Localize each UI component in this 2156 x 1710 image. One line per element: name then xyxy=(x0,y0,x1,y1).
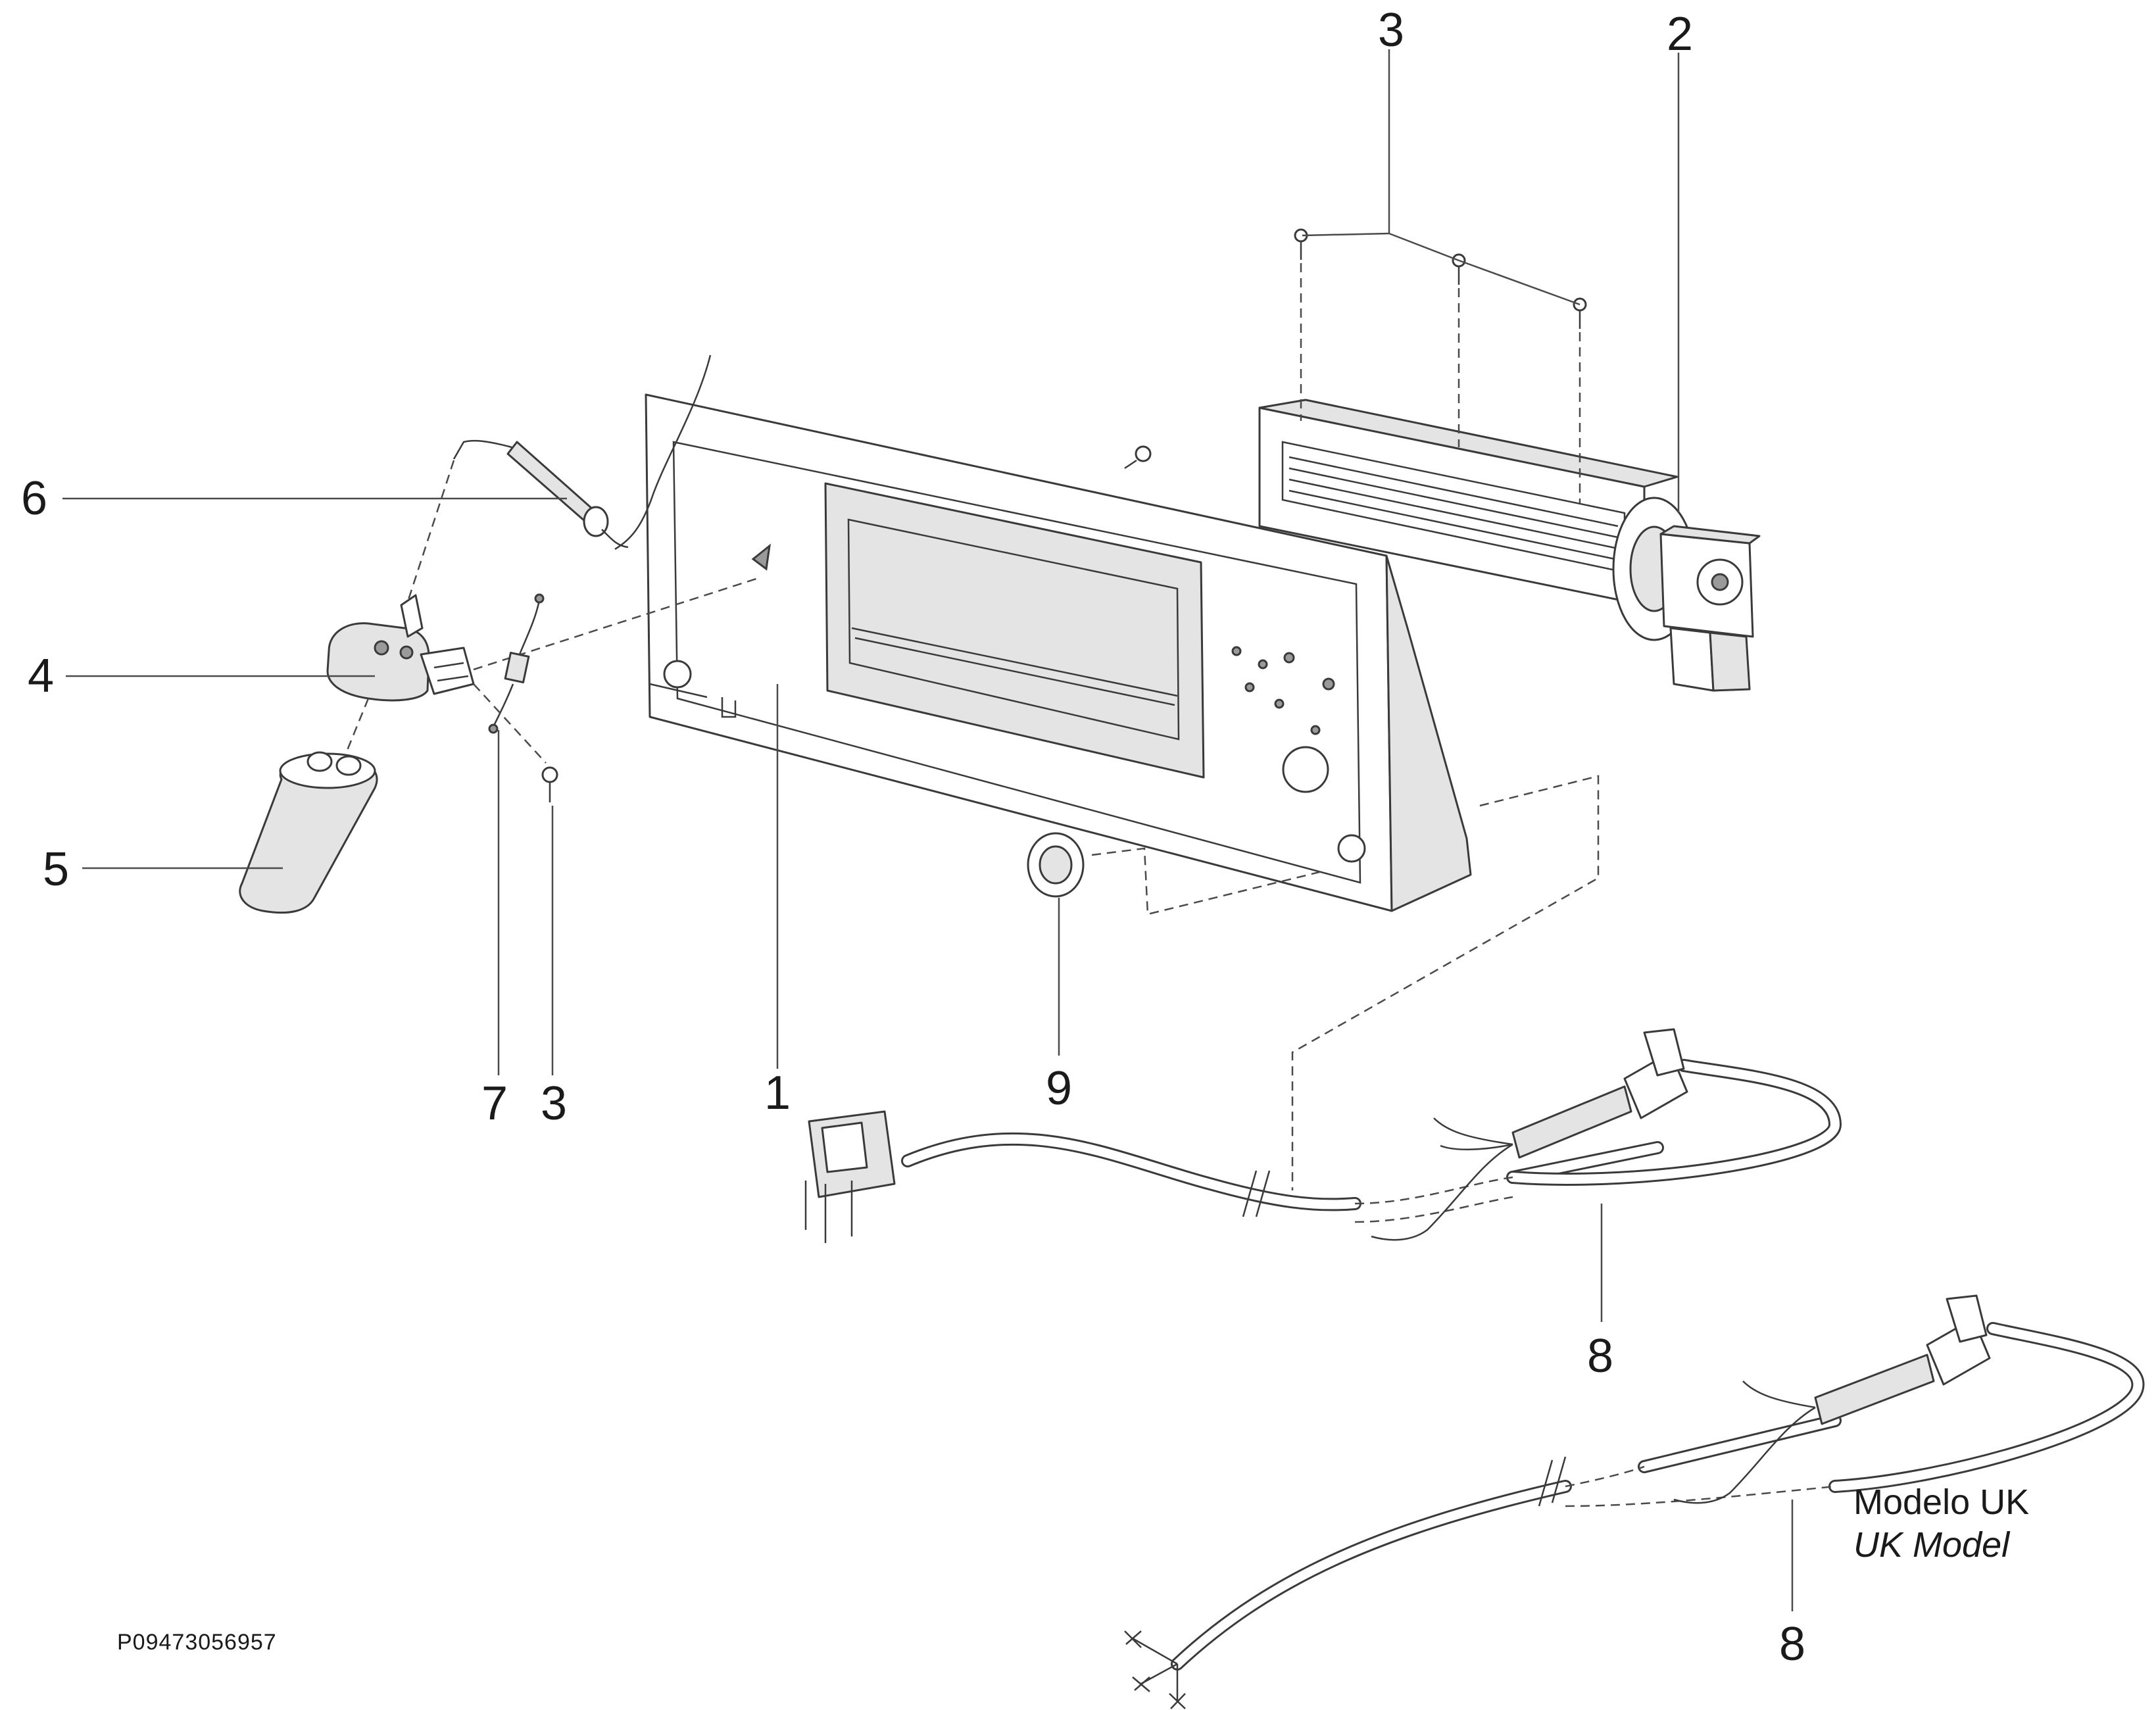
capacitor-bracket-part xyxy=(326,577,757,764)
hv-capacitor-part xyxy=(239,751,378,914)
reference-code: P09473056957 xyxy=(117,1630,277,1655)
callout-3-top: 3 xyxy=(1377,4,1405,57)
callout-5: 5 xyxy=(42,843,70,896)
bracket-screw-part xyxy=(541,766,558,802)
grommet-part xyxy=(1027,775,1600,1190)
back-panel-part xyxy=(614,354,1472,912)
power-cord-part xyxy=(804,1028,1842,1243)
callout-7: 7 xyxy=(481,1077,508,1130)
uk-model-note-english: UK Model xyxy=(1853,1525,2010,1565)
hv-diode-part xyxy=(403,439,629,612)
callout-leaders xyxy=(62,49,1794,1611)
callout-8-upper: 8 xyxy=(1586,1330,1614,1382)
fan-screws-part xyxy=(1294,228,1587,503)
tangential-fan-part xyxy=(1258,399,1761,692)
callout-2: 2 xyxy=(1666,8,1694,61)
callout-9: 9 xyxy=(1045,1062,1073,1115)
callout-1: 1 xyxy=(764,1067,791,1119)
uk-model-note: Modelo UK UK Model xyxy=(1853,1481,2029,1567)
callout-4: 4 xyxy=(27,650,55,702)
callout-3-bottom: 3 xyxy=(540,1077,568,1130)
uk-model-note-spanish: Modelo UK xyxy=(1853,1482,2030,1522)
callout-8-lower: 8 xyxy=(1778,1618,1806,1671)
uk-power-cord-part xyxy=(1124,1294,2145,1709)
fuse-wire-part xyxy=(473,593,547,764)
screw-part xyxy=(1124,445,1152,470)
callout-6: 6 xyxy=(20,472,48,525)
